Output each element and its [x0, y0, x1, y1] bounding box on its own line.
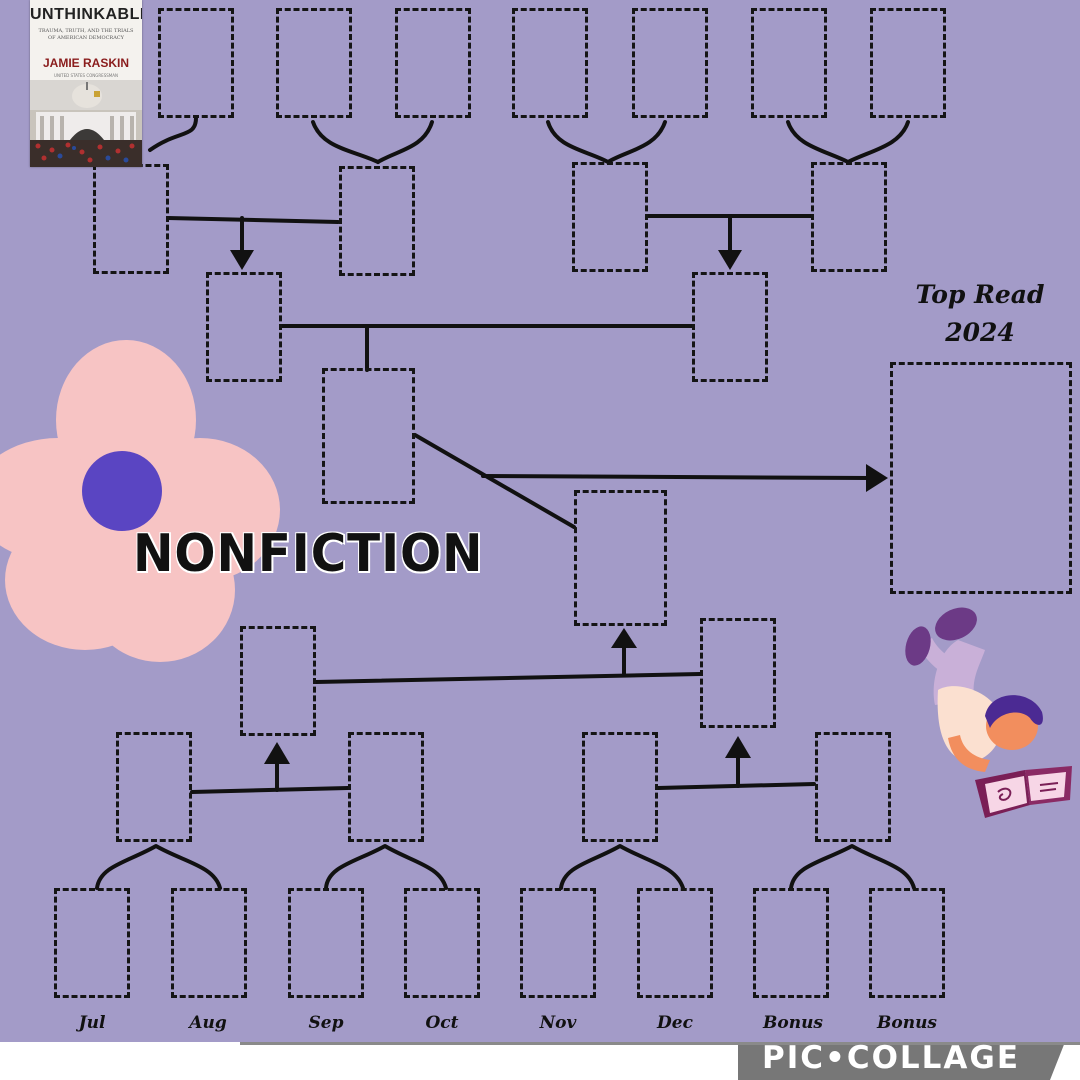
slot-month-oct[interactable] [404, 888, 480, 998]
month-label-bonus-2: Bonus [877, 1013, 937, 1033]
slot-bottom-round3-2[interactable] [700, 618, 776, 728]
slot-top-round1-3[interactable] [395, 8, 471, 118]
slot-bottom-round2-3[interactable] [582, 732, 658, 842]
category-label: NONFICTION [133, 524, 484, 584]
slot-top-round1-6[interactable] [751, 8, 827, 118]
month-label-nov: Nov [539, 1013, 577, 1033]
top-read-year: 2024 [945, 318, 1015, 347]
slot-month-bonus-2[interactable] [869, 888, 945, 998]
slot-top-round1-4[interactable] [512, 8, 588, 118]
slot-top-round1-7[interactable] [870, 8, 946, 118]
month-label-sep: Sep [308, 1013, 344, 1033]
slot-month-aug[interactable] [171, 888, 247, 998]
slot-bottom-round2-4[interactable] [815, 732, 891, 842]
top-read-title: Top Read [915, 280, 1045, 309]
month-label-aug: Aug [189, 1013, 227, 1033]
book-cover[interactable]: UNTHINKABLE TRAUMA, TRUTH, AND THE TRIAL… [30, 0, 142, 167]
book-subtitle: TRAUMA, TRUTH, AND THE TRIALS OF AMERICA… [38, 28, 134, 41]
slot-bottom-round2-2[interactable] [348, 732, 424, 842]
watermark-bar [240, 1042, 1080, 1080]
slot-month-bonus-1[interactable] [753, 888, 829, 998]
slot-month-dec[interactable] [637, 888, 713, 998]
book-author: JAMIE RASKIN [42, 56, 129, 70]
slot-semifinal-top[interactable] [322, 368, 415, 504]
slot-top-round2-4[interactable] [811, 162, 887, 272]
slot-top-round1-2[interactable] [276, 8, 352, 118]
book-author-note: UNITED STATES CONGRESSMAN [54, 73, 118, 78]
book-title: UNTHINKABLE [30, 6, 142, 23]
month-label-jul: Jul [78, 1013, 106, 1033]
capitol-photo-icon [30, 80, 142, 167]
slot-month-sep[interactable] [288, 888, 364, 998]
month-label-dec: Dec [657, 1013, 693, 1033]
top-read-heading: Top Read 2024 [880, 276, 1080, 352]
slot-top-round3-2[interactable] [692, 272, 768, 382]
slot-bottom-round3-1[interactable] [240, 626, 316, 736]
slot-semifinal-bottom[interactable] [574, 490, 667, 626]
slot-top-read-winner[interactable] [890, 362, 1072, 594]
slot-top-round1-1[interactable] [158, 8, 234, 118]
slot-bottom-round2-1[interactable] [116, 732, 192, 842]
slot-month-jul[interactable] [54, 888, 130, 998]
month-label-oct: Oct [425, 1013, 459, 1033]
slot-month-nov[interactable] [520, 888, 596, 998]
slot-top-round1-5[interactable] [632, 8, 708, 118]
slot-top-round3-1[interactable] [206, 272, 282, 382]
watermark-text: PIC•COLLAGE [762, 1040, 1021, 1076]
slot-top-round2-2[interactable] [339, 166, 415, 276]
month-label-bonus-1: Bonus [763, 1013, 823, 1033]
slot-top-round2-3[interactable] [572, 162, 648, 272]
